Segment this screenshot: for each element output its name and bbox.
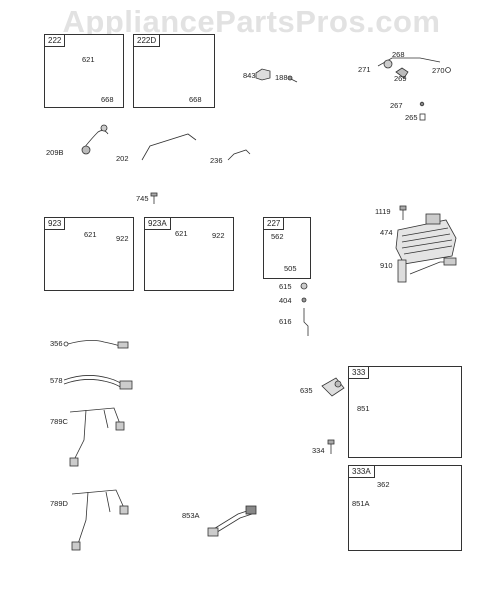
part-number-789d[interactable]: 789D bbox=[50, 499, 68, 508]
part-number-404[interactable]: 404 bbox=[279, 296, 292, 305]
part-number-202[interactable]: 202 bbox=[116, 154, 129, 163]
part-number-616[interactable]: 616 bbox=[279, 317, 292, 326]
group-box-227: 227 bbox=[263, 217, 311, 279]
screw-334-drawing bbox=[327, 439, 335, 454]
shaft-616-drawing bbox=[303, 308, 309, 336]
part-615-drawing bbox=[300, 282, 308, 290]
box-label-923a: 923A bbox=[145, 218, 171, 230]
wire-209b-drawing bbox=[81, 124, 109, 155]
group-box-222: 222 bbox=[44, 34, 124, 108]
part-number-851[interactable]: 851 bbox=[357, 404, 370, 413]
wire-356-drawing bbox=[63, 340, 129, 349]
part-number-362[interactable]: 362 bbox=[377, 480, 390, 489]
link-202-drawing bbox=[141, 133, 197, 161]
part-number-269[interactable]: 269 bbox=[394, 74, 407, 83]
group-box-923a: 923A bbox=[144, 217, 234, 291]
group-box-923: 923 bbox=[44, 217, 134, 291]
box-label-222d: 222D bbox=[134, 35, 161, 47]
watermark-text: AppliancePartsPros.com bbox=[62, 4, 441, 39]
part-number-578[interactable]: 578 bbox=[50, 376, 63, 385]
part-number-505[interactable]: 505 bbox=[284, 264, 297, 273]
part-number-910[interactable]: 910 bbox=[380, 261, 393, 270]
box-label-222: 222 bbox=[45, 35, 66, 47]
screw-745-drawing bbox=[150, 192, 158, 204]
part-number-265[interactable]: 265 bbox=[405, 113, 418, 122]
link-236-drawing bbox=[227, 149, 251, 161]
part-number-843[interactable]: 843 bbox=[243, 71, 256, 80]
part-number-922[interactable]: 922 bbox=[212, 231, 225, 240]
part-number-334[interactable]: 334 bbox=[312, 446, 325, 455]
part-843-drawing bbox=[255, 68, 271, 81]
part-number-621[interactable]: 621 bbox=[175, 229, 188, 238]
part-number-789c[interactable]: 789C bbox=[50, 417, 68, 426]
part-number-270[interactable]: 270 bbox=[432, 66, 445, 75]
part-number-356[interactable]: 356 bbox=[50, 339, 63, 348]
part-number-668[interactable]: 668 bbox=[189, 95, 202, 104]
group-box-333a: 333A bbox=[348, 465, 462, 551]
part-number-188[interactable]: 188 bbox=[275, 73, 288, 82]
spark-plug-910-drawing bbox=[397, 257, 457, 283]
part-267-drawing bbox=[419, 101, 425, 107]
part-number-853a[interactable]: 853A bbox=[182, 511, 200, 520]
cylinder-head-474-drawing bbox=[395, 213, 457, 265]
part-number-267[interactable]: 267 bbox=[390, 101, 403, 110]
part-number-615[interactable]: 615 bbox=[279, 282, 292, 291]
cable-853a-drawing bbox=[207, 505, 257, 537]
part-265-drawing bbox=[419, 113, 426, 121]
box-label-923: 923 bbox=[45, 218, 66, 230]
part-number-236[interactable]: 236 bbox=[210, 156, 223, 165]
screw-1119-drawing bbox=[399, 205, 407, 220]
part-number-271[interactable]: 271 bbox=[358, 65, 371, 74]
part-number-209b[interactable]: 209B bbox=[46, 148, 64, 157]
part-404-drawing bbox=[301, 297, 307, 303]
group-box-222d: 222D bbox=[133, 34, 215, 108]
part-number-1119[interactable]: 1119 bbox=[375, 207, 391, 216]
harness-789c-drawing bbox=[69, 407, 125, 467]
part-number-745[interactable]: 745 bbox=[136, 194, 149, 203]
box-label-227: 227 bbox=[264, 218, 285, 230]
part-number-621[interactable]: 621 bbox=[84, 230, 97, 239]
box-label-333: 333 bbox=[349, 367, 370, 379]
harness-789d-drawing bbox=[71, 489, 129, 551]
part-number-621[interactable]: 621 bbox=[82, 55, 95, 64]
part-number-635[interactable]: 635 bbox=[300, 386, 313, 395]
terminal-635-drawing bbox=[321, 377, 345, 397]
harness-578-drawing bbox=[63, 375, 133, 390]
box-label-333a: 333A bbox=[349, 466, 375, 478]
part-number-851a[interactable]: 851A bbox=[352, 499, 370, 508]
group-box-333: 333 bbox=[348, 366, 462, 458]
part-number-922[interactable]: 922 bbox=[116, 234, 129, 243]
part-number-268[interactable]: 268 bbox=[392, 50, 405, 59]
screw-188-drawing bbox=[287, 75, 298, 83]
switch-assembly-268-drawing bbox=[377, 57, 451, 79]
part-number-562[interactable]: 562 bbox=[271, 232, 284, 241]
part-number-668[interactable]: 668 bbox=[101, 95, 114, 104]
part-number-474[interactable]: 474 bbox=[380, 228, 393, 237]
